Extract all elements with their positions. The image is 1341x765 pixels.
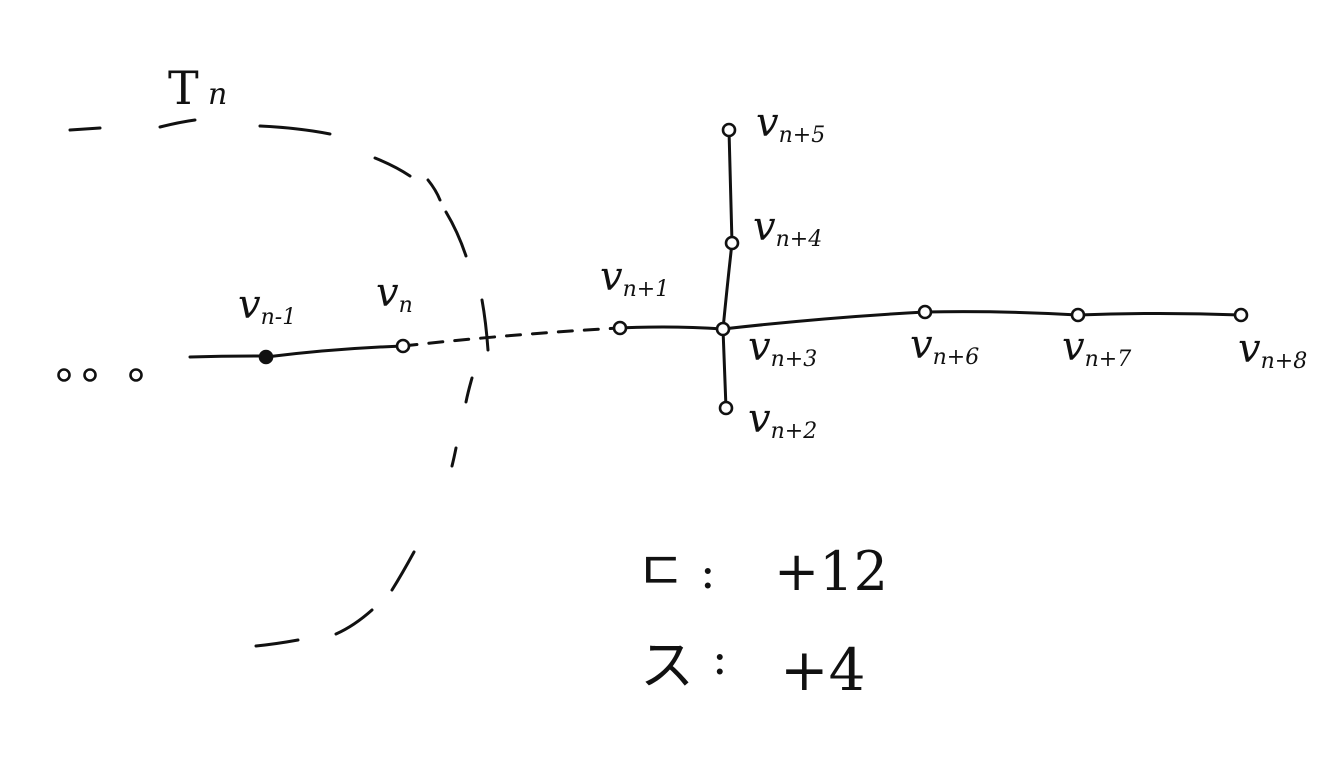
vertex-labels: vn-1 vn vn+1 vn+2 vn+3 vn+4 vn+5 vn+6 vn+7 vn+8: [238, 100, 1307, 444]
edges: [264, 128, 1243, 410]
edge-v-nplus3-to-v-nplus4: [721, 241, 734, 331]
ellipsis-dot: [129, 368, 143, 382]
region-boundary: [68, 118, 490, 648]
vertex-v-nplus4: [724, 235, 740, 251]
vertex-label-v-nplus5: vn+5: [756, 100, 825, 148]
annotation-2-value: +4: [780, 636, 866, 704]
vertex-v-nplus6: [917, 304, 933, 320]
region-label: T n: [168, 61, 227, 115]
lead-in-edge: [188, 354, 268, 359]
edge-v-nplus4-to-v-nplus5: [727, 128, 734, 245]
vertex-label-v-nminus1: vn-1: [238, 282, 296, 330]
vertex-v-nplus2: [718, 400, 734, 416]
vertex-label-v-nplus8: vn+8: [1238, 326, 1307, 374]
annotation-2: ス : +4: [640, 631, 866, 704]
vertex-v-nplus5: [721, 122, 737, 138]
edge-v-nplus7-to-v-nplus8: [1076, 312, 1243, 317]
vertex-label-v-nplus7: vn+7: [1062, 324, 1131, 372]
ellipsis-dot: [57, 368, 71, 382]
vertex-label-v-nplus2: vn+2: [748, 396, 817, 444]
vertex-label-v-nplus3: vn+3: [748, 324, 817, 372]
vertex-v-nplus1: [612, 320, 628, 336]
edge-v-nplus3-to-v-nplus6: [721, 310, 927, 331]
annotation-1-value: +12: [774, 540, 888, 603]
edge-v-nplus1-to-v-nplus3: [618, 325, 725, 331]
region-label-letter: T: [168, 61, 199, 115]
vertex-label-v-nplus4: vn+4: [753, 204, 822, 252]
edge-v-nminus1-to-v-n: [264, 344, 405, 359]
ellipsis-dot: [83, 368, 97, 382]
vertex-v-n: [395, 338, 411, 354]
edge-v-nplus6-to-v-nplus7: [923, 310, 1080, 317]
vertex-v-nminus1: [258, 349, 274, 365]
vertices: [258, 122, 1249, 416]
vertex-label-v-n: vn: [376, 270, 413, 318]
annotation-2-symbol: ス: [640, 634, 694, 697]
region-label-subscript: n: [208, 77, 227, 112]
vertex-label-v-nplus1: vn+1: [600, 254, 669, 302]
annotation-1: ㄷ : +12: [636, 540, 888, 603]
annotation-1-symbol: ㄷ: [636, 540, 686, 603]
annotation-2-separator: :: [712, 631, 728, 685]
vertex-v-nplus8: [1233, 307, 1249, 323]
annotation-1-separator: :: [700, 545, 716, 599]
ellipsis-dots: [57, 368, 143, 382]
vertex-v-nplus3: [715, 321, 731, 337]
vertex-label-v-nplus6: vn+6: [910, 322, 979, 370]
edge-v-nplus3-to-v-nplus2: [721, 327, 728, 410]
edge-v-n-to-v-nplus1: [401, 326, 622, 348]
vertex-v-nplus7: [1070, 307, 1086, 323]
